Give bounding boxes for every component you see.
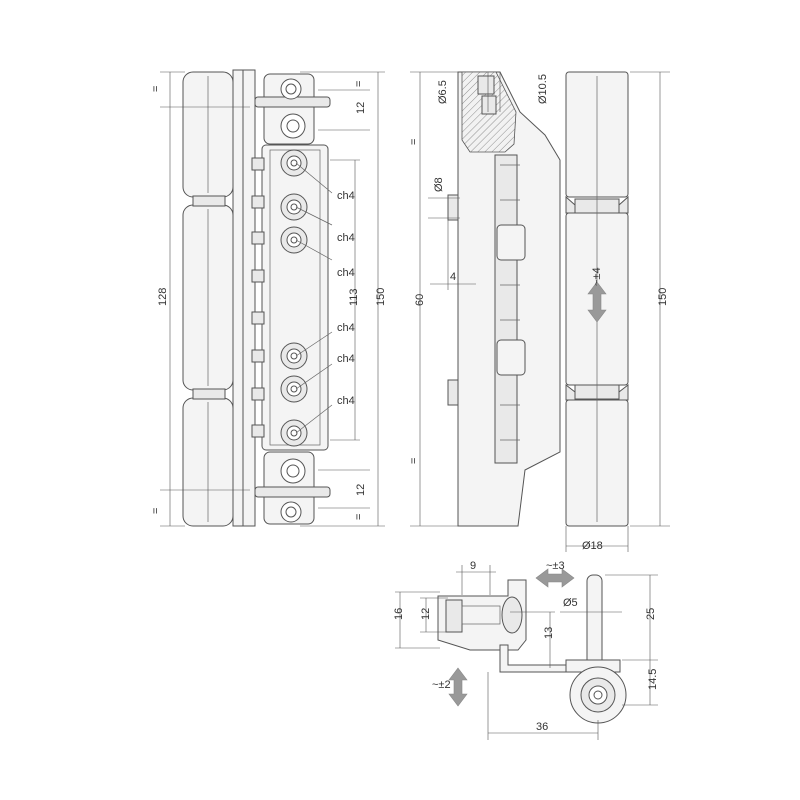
front-view: ch4 ch4 ch4 ch4 ch4 ch4 = = 128 113 150 … <box>150 69 387 527</box>
screw-1 <box>280 149 308 177</box>
dim-equal-right-top: = <box>353 81 365 87</box>
dim-13: 13 <box>543 627 555 639</box>
dim-dia-10-5: Ø10.5 <box>537 74 549 104</box>
screw-5 <box>280 375 308 403</box>
dim-16: 16 <box>393 608 405 620</box>
screw-4 <box>280 342 308 370</box>
dim-equal-side-top: = <box>408 139 420 145</box>
screw-6 <box>280 419 308 447</box>
dim-25: 25 <box>645 608 657 620</box>
side-view: Ø6.5 Ø10.5 = = 60 Ø8 4 <box>408 71 561 527</box>
screw-label: ch4 <box>337 232 355 244</box>
dim-equal-right-bottom: = <box>353 514 365 520</box>
vertical-adjust-arrow <box>587 281 607 323</box>
dim-150-front: 150 <box>375 288 387 306</box>
dim-36: 36 <box>536 721 548 733</box>
front-housing <box>261 144 329 451</box>
dim-dia-18: Ø18 <box>582 540 603 552</box>
front-knuckle-ring-2 <box>192 388 226 400</box>
dim-equal-bottom: = <box>150 508 162 514</box>
dim-dia-8: Ø8 <box>433 177 445 192</box>
vertical-adjust-arrow-bottom <box>448 667 468 707</box>
dim-dia-6-5: Ø6.5 <box>437 80 449 104</box>
screw-2 <box>280 193 308 221</box>
adjust-vertical-label: ~±4 <box>591 267 603 286</box>
dim-dia-5: Ø5 <box>563 597 578 609</box>
side-tab-2 <box>496 339 526 376</box>
dim-12-plan: 12 <box>420 608 432 620</box>
screw-label: ch4 <box>337 353 355 365</box>
dim-4: 4 <box>450 271 456 283</box>
lateral-adjust-arrow <box>535 568 575 588</box>
screw-label: ch4 <box>337 190 355 202</box>
dim-equal-side-bottom: = <box>408 458 420 464</box>
dim-113: 113 <box>348 288 360 306</box>
knuckle-view: ~±4 150 Ø18 <box>565 71 670 552</box>
screw-3 <box>280 226 308 254</box>
screw-label: ch4 <box>337 322 355 334</box>
front-knuckle-ring-1 <box>192 195 226 207</box>
adjust-vertical-bottom-label: ~±2 <box>432 679 451 691</box>
front-plate-strip <box>232 69 244 527</box>
side-tab-1 <box>496 224 526 261</box>
dim-12-bottom: 12 <box>355 484 367 496</box>
front-bottom-pin <box>254 486 331 498</box>
dim-12-top: 12 <box>355 102 367 114</box>
front-plate-strip-2 <box>242 69 256 527</box>
dim-150-right: 150 <box>657 288 669 306</box>
dim-60: 60 <box>414 294 426 306</box>
plan-view: ~±3 ~±2 9 16 12 Ø5 13 25 14.5 36 <box>393 560 659 740</box>
dim-9: 9 <box>470 560 476 572</box>
dim-128: 128 <box>157 288 169 306</box>
dim-14-5: 14.5 <box>647 669 659 690</box>
adjust-lateral-label: ~±3 <box>546 560 565 572</box>
screw-label: ch4 <box>337 395 355 407</box>
dim-equal-top: = <box>150 86 162 92</box>
screw-label: ch4 <box>337 267 355 279</box>
